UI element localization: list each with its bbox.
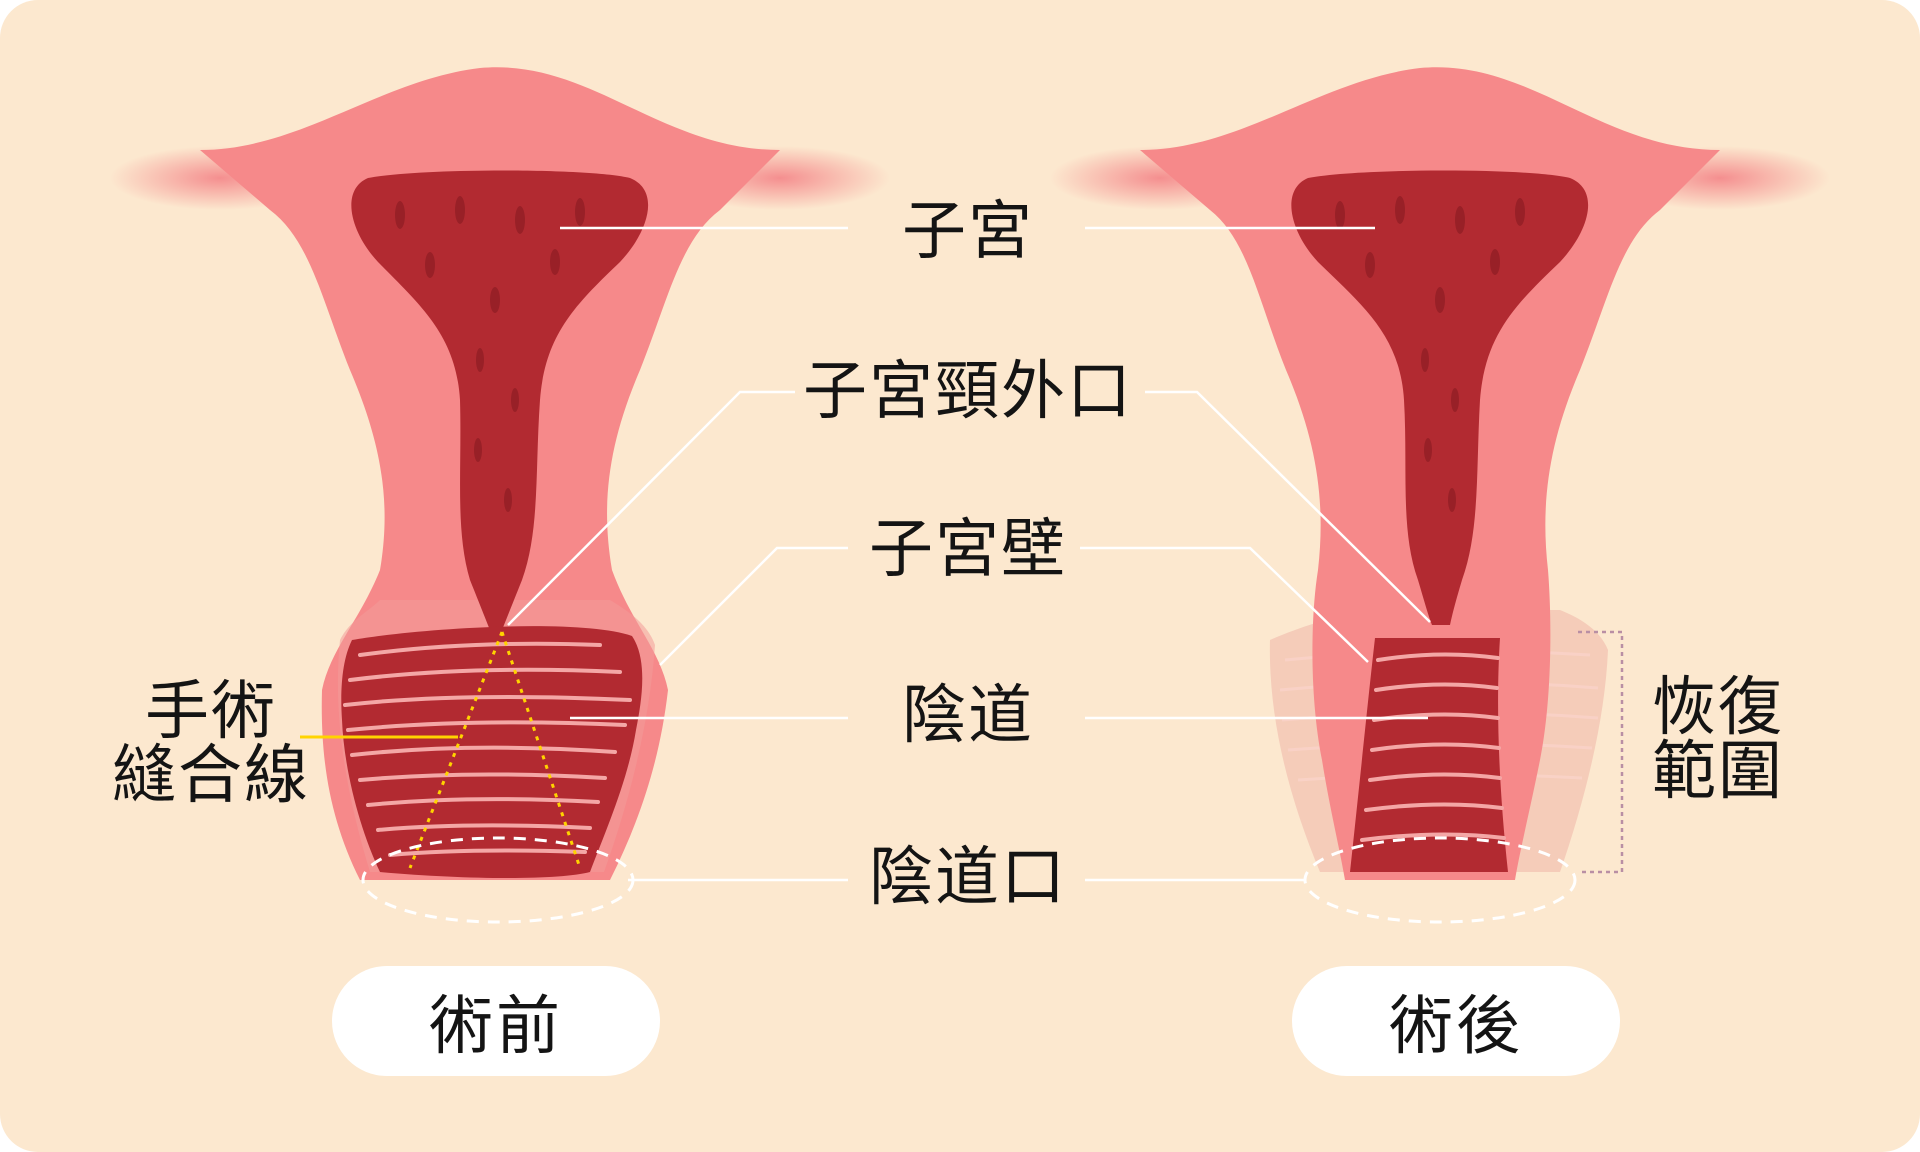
vagina-before (341, 626, 643, 878)
label-uterine-wall: 子宮壁 (869, 513, 1067, 587)
label-cervix-os: 子宮頸外口 (803, 355, 1133, 429)
vaginal-rugae-before (343, 641, 632, 857)
uterus-after (1050, 67, 1830, 924)
label-suture-line: 手術 縫合線 (112, 680, 310, 808)
leader-lines (507, 226, 1431, 882)
label-recovery-range: 恢復 範圍 (1652, 676, 1784, 804)
label-uterus: 子宮 (902, 195, 1034, 269)
uterine-cavity-after (1291, 170, 1589, 625)
label-suture-line-1: 手術 (145, 675, 277, 749)
vagina-after (1350, 638, 1508, 872)
label-suture-line-2: 縫合線 (112, 739, 310, 813)
label-vaginal-opening: 陰道口 (869, 841, 1067, 915)
uterus-before (110, 67, 890, 924)
label-recovery-range-1: 恢復 (1652, 671, 1784, 745)
label-recovery-range-2: 範圍 (1652, 735, 1784, 809)
label-vagina: 陰道 (902, 679, 1034, 753)
after-button[interactable]: 術後 (1292, 966, 1620, 1076)
before-button[interactable]: 術前 (332, 966, 660, 1076)
uterine-cavity-before (351, 170, 649, 630)
suture-triangle (408, 631, 582, 869)
recovery-bracket (1578, 630, 1624, 874)
tissue-texture-before (395, 196, 585, 512)
tissue-texture-after (1335, 196, 1525, 512)
